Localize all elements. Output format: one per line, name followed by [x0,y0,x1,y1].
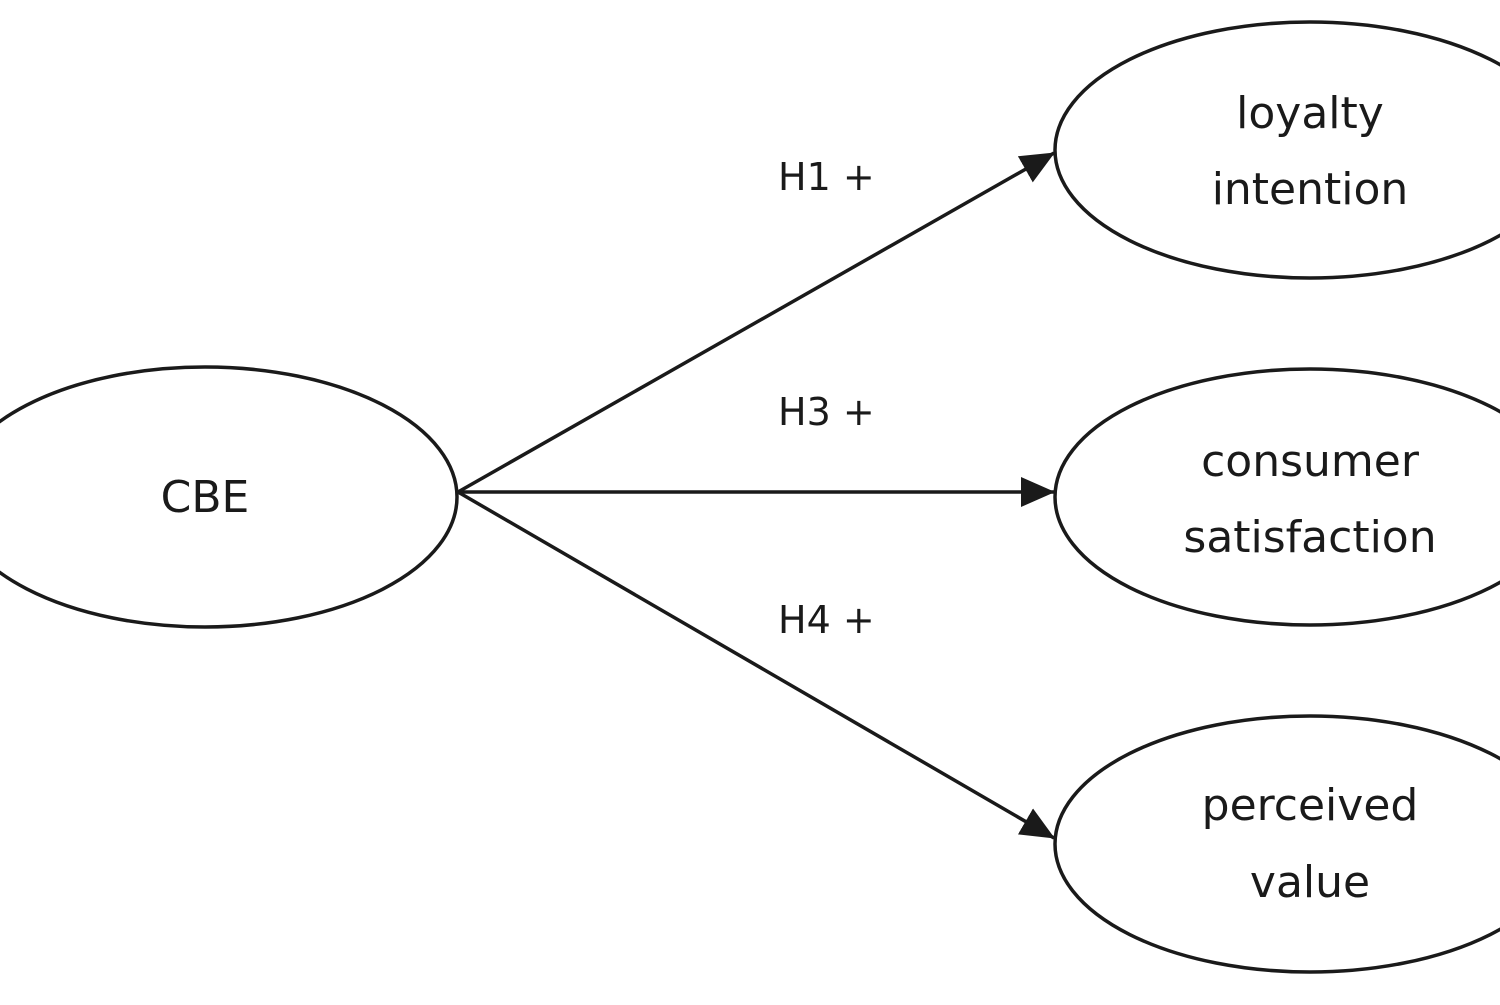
node-loyalty-intention-line-2: intention [1212,164,1409,215]
node-consumer-satisfaction-line-1: consumer [1201,436,1420,487]
node-cbe-label: CBE [161,472,250,523]
node-perceived-value-line-2: value [1250,857,1370,908]
edge-label-h3: H3 + [778,390,875,434]
edge-labels: H1 + H3 + H4 + [778,155,875,642]
node-loyalty-intention-ellipse [1053,20,1500,280]
arrow-cbe-to-perceived-value [457,490,1055,840]
node-cbe-ellipse [0,365,459,629]
node-consumer-satisfaction: consumer satisfaction [1053,367,1500,627]
node-perceived-value: perceived value [1053,714,1500,974]
node-loyalty-intention: loyalty intention [1053,20,1500,280]
node-consumer-satisfaction-line-2: satisfaction [1183,512,1436,563]
edge-label-h1: H1 + [778,155,875,199]
node-perceived-value-ellipse [1053,714,1500,974]
edges [457,151,1055,840]
arrow-cbe-to-loyalty-intention [457,151,1055,494]
edge-label-h4: H4 + [778,598,875,642]
node-perceived-value-line-1: perceived [1202,780,1419,831]
node-loyalty-intention-line-1: loyalty [1236,88,1384,139]
node-cbe: CBE [0,365,459,629]
node-consumer-satisfaction-ellipse [1053,367,1500,627]
